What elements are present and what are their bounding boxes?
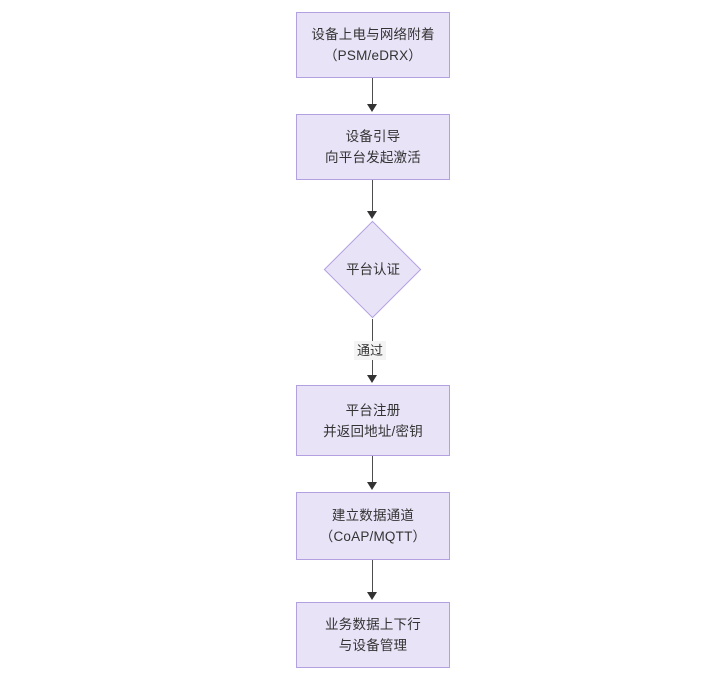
flow-node-line: 平台注册 bbox=[345, 402, 401, 418]
flow-node-line: 业务数据上下行 bbox=[325, 617, 421, 632]
flow-node-line: 向平台发起激活 bbox=[325, 150, 421, 165]
connector-n4-n5 bbox=[372, 456, 373, 484]
flow-node-platform-authentication[interactable]: 平台认证 bbox=[323, 220, 422, 319]
flow-node-line: 设备上电与网络附着 bbox=[311, 27, 435, 42]
flow-node-line: （CoAP/MQTT） bbox=[319, 529, 427, 544]
connector-n5-n6 bbox=[372, 560, 373, 594]
flow-node-device-bootstrap[interactable]: 设备引导 向平台发起激活 bbox=[296, 114, 450, 180]
flow-node-line: 平台认证 bbox=[346, 262, 400, 277]
arrowhead-icon bbox=[367, 375, 377, 383]
flow-node-line: （PSM/eDRX） bbox=[323, 48, 423, 63]
flow-node-device-power-on[interactable]: 设备上电与网络附着 （PSM/eDRX） bbox=[296, 12, 450, 78]
arrowhead-icon bbox=[367, 482, 377, 490]
flow-node-line: 设备引导 bbox=[345, 129, 401, 144]
flow-node-line: 建立数据通道 bbox=[331, 508, 415, 523]
flow-node-business-data-and-device-management[interactable]: 业务数据上下行 与设备管理 bbox=[296, 602, 450, 668]
flow-node-line: 并返回地址/密钥 bbox=[323, 423, 423, 439]
flow-node-establish-data-channel[interactable]: 建立数据通道 （CoAP/MQTT） bbox=[296, 492, 450, 560]
flow-node-platform-registration[interactable]: 平台注册 并返回地址/密钥 bbox=[296, 385, 450, 456]
arrowhead-icon bbox=[367, 104, 377, 112]
arrowhead-icon bbox=[367, 211, 377, 219]
connector-n1-n2 bbox=[372, 78, 373, 106]
edge-label-pass: 通过 bbox=[354, 341, 387, 360]
flow-node-line: 与设备管理 bbox=[338, 638, 408, 653]
arrowhead-icon bbox=[367, 592, 377, 600]
connector-n2-n3 bbox=[372, 180, 373, 213]
